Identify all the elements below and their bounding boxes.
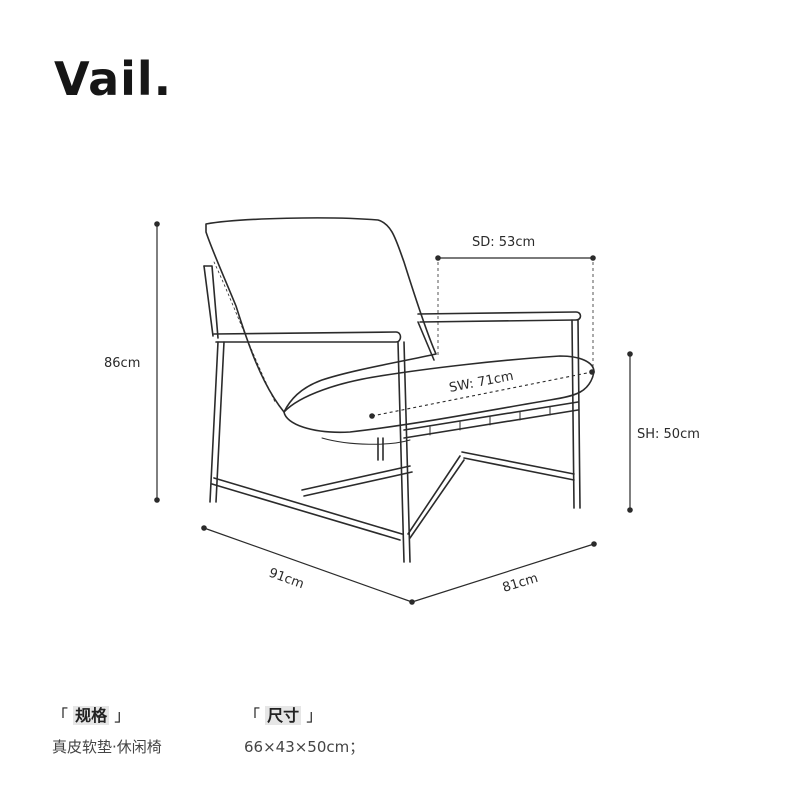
spec-heading-text: 规格 xyxy=(73,706,110,725)
spec-heading: 「 规格 」 xyxy=(52,706,131,725)
seat-height-label: SH: 50cm xyxy=(637,427,700,442)
size-heading: 「 尺寸 」 xyxy=(244,706,323,725)
brand-title: Vail. xyxy=(54,52,173,106)
width-label: 91cm xyxy=(267,566,306,593)
size-heading-text: 尺寸 xyxy=(265,706,302,725)
height-label: 86cm xyxy=(104,356,140,371)
seat-depth-label: SD: 53cm xyxy=(472,235,535,250)
depth-label: 81cm xyxy=(501,571,540,596)
seat-width-label: SW: 71cm xyxy=(448,369,515,396)
spec-value: 真皮软垫·休闲椅 xyxy=(52,738,162,756)
size-value: 66×43×50cm； xyxy=(244,738,365,756)
dimension-lines xyxy=(154,221,633,605)
chair-illustration xyxy=(203,217,595,563)
size-block: 「 尺寸 」 66×43×50cm； xyxy=(244,702,364,757)
spec-block: 「 规格 」 真皮软垫·休闲椅 xyxy=(52,702,162,757)
